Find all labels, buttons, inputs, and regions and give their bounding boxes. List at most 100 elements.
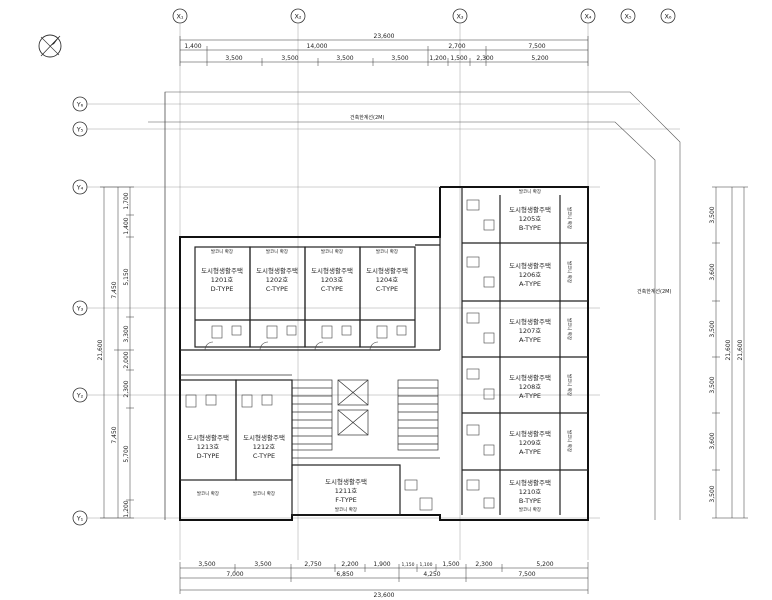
svg-text:Y₅: Y₅	[76, 126, 84, 134]
top-dim2-5: 1,200	[429, 55, 446, 62]
svg-text:발코니 확장: 발코니 확장	[519, 506, 541, 513]
left-dimensions	[100, 186, 134, 519]
left-dim2-6: 2,300	[123, 380, 130, 397]
right-total-dim-2: 21,600	[737, 339, 744, 360]
left-dim-a: 7,450	[111, 281, 118, 298]
north-arrow-icon	[38, 34, 62, 58]
svg-text:도시형생활주택: 도시형생활주택	[509, 373, 551, 382]
unit-1203: 발코니 확장 도시형생활주택 1203호 C-TYPE	[311, 248, 353, 293]
left-dim2-8: 1,200	[123, 500, 130, 517]
bottom-total-dim: 23,600	[374, 592, 395, 599]
unit-1206: 도시형생활주택 1206호 A-TYPE 발코니 확장	[509, 261, 573, 288]
bottom-dim2-10: 5,200	[536, 561, 553, 568]
unit-1209: 도시형생활주택 1209호 A-TYPE 발코니 확장	[509, 429, 573, 456]
bottom-dimensions	[179, 562, 589, 594]
svg-text:X₃: X₃	[456, 13, 463, 21]
svg-text:1206호: 1206호	[519, 271, 542, 279]
top-dim2-2: 3,500	[281, 55, 298, 62]
svg-text:1210호: 1210호	[519, 488, 542, 496]
top-dim-1: 1,400	[184, 43, 201, 50]
svg-text:1208호: 1208호	[519, 383, 542, 391]
svg-text:C-TYPE: C-TYPE	[321, 285, 343, 293]
grid-lines	[87, 23, 680, 560]
grid-bubble-x4: X₄	[580, 8, 596, 24]
top-dim-3: 2,700	[448, 43, 465, 50]
bottom-dim2-7: 1,100	[420, 562, 433, 568]
svg-text:도시형생활주택: 도시형생활주택	[256, 266, 298, 275]
top-unit-walls	[180, 237, 441, 351]
svg-text:C-TYPE: C-TYPE	[266, 285, 288, 293]
svg-text:A-TYPE: A-TYPE	[519, 280, 541, 288]
right-unit-fixtures	[466, 199, 495, 509]
svg-text:1205호: 1205호	[519, 215, 542, 223]
svg-text:발코니 확장: 발코니 확장	[197, 490, 219, 497]
svg-text:도시형생활주택: 도시형생활주택	[201, 266, 243, 275]
svg-text:B-TYPE: B-TYPE	[519, 224, 541, 232]
svg-text:X₅: X₅	[624, 13, 631, 21]
unit-1210: 도시형생활주택 1210호 B-TYPE 발코니 확장	[509, 478, 551, 513]
bottom-dim2-8: 1,500	[442, 561, 459, 568]
svg-text:도시형생활주택: 도시형생활주택	[366, 266, 408, 275]
grid-bubble-x3: X₃	[452, 8, 468, 24]
svg-text:발코니 확장: 발코니 확장	[566, 318, 573, 340]
unit-1201: 발코니 확장 도시형생활주택 1201호 D-TYPE	[201, 248, 243, 293]
svg-text:Y₄: Y₄	[76, 184, 84, 192]
grid-bubbles-top: X₁ X₂ X₃ X₄ X₅ X₆	[172, 8, 676, 24]
svg-text:도시형생활주택: 도시형생활주택	[243, 433, 285, 442]
svg-text:발코니 확장: 발코니 확장	[519, 188, 541, 195]
core-stairs-elevators	[180, 374, 440, 481]
bottom-dim2-9: 2,300	[475, 561, 492, 568]
unit-1207: 도시형생활주택 1207호 A-TYPE 발코니 확장	[509, 317, 573, 344]
svg-text:도시형생활주택: 도시형생활주택	[187, 433, 229, 442]
svg-text:발코니 확장: 발코니 확장	[566, 207, 573, 229]
svg-text:A-TYPE: A-TYPE	[519, 448, 541, 456]
svg-text:X₄: X₄	[584, 13, 591, 21]
svg-text:발코니 확장: 발코니 확장	[253, 490, 275, 497]
unit-1204: 발코니 확장 도시형생활주택 1204호 C-TYPE	[366, 248, 408, 293]
right-total-dim: 21,600	[725, 339, 732, 360]
right-dim-4: 3,500	[709, 376, 716, 393]
right-dim-1: 3,500	[709, 206, 716, 223]
bottom-dim-4: 7,500	[518, 571, 535, 578]
svg-text:1213호: 1213호	[197, 443, 220, 451]
right-dim-5: 3,600	[709, 432, 716, 449]
top-unit-fixtures	[204, 325, 407, 351]
svg-text:도시형생활주택: 도시형생활주택	[311, 266, 353, 275]
building-line-note-2: 건축한계선(2M)	[637, 288, 671, 295]
svg-text:A-TYPE: A-TYPE	[519, 392, 541, 400]
svg-text:도시형생활주택: 도시형생활주택	[509, 317, 551, 326]
grid-bubble-x1: X₁	[172, 8, 188, 24]
svg-text:도시형생활주택: 도시형생활주택	[509, 478, 551, 487]
building-line-note-1: 건축한계선(2M)	[350, 114, 384, 121]
bottom-unit-walls	[179, 379, 401, 516]
right-dim-2: 3,600	[709, 263, 716, 280]
grid-bubble-x2: X₂	[290, 8, 306, 24]
unit-1208: 도시형생활주택 1208호 A-TYPE 발코니 확장	[509, 373, 573, 400]
bottom-dim2-4: 2,200	[341, 561, 358, 568]
svg-text:1209호: 1209호	[519, 439, 542, 447]
right-unit-walls	[461, 187, 588, 515]
svg-text:A-TYPE: A-TYPE	[519, 336, 541, 344]
unit-1205: 발코니 확장 도시형생활주택 1205호 B-TYPE 발코니 확장	[509, 188, 573, 232]
svg-text:Y₆: Y₆	[76, 101, 84, 109]
top-dim-2: 14,000	[307, 43, 328, 50]
left-dim-b: 7,450	[111, 426, 118, 443]
unit-1211: 도시형생활주택 1211호 F-TYPE 발코니 확장	[325, 477, 367, 513]
svg-text:Y₃: Y₃	[76, 305, 84, 313]
svg-text:D-TYPE: D-TYPE	[211, 285, 234, 293]
svg-text:D-TYPE: D-TYPE	[197, 452, 220, 460]
grid-bubble-y2: Y₂	[72, 387, 88, 403]
top-dimensions	[179, 36, 589, 66]
bottom-unit-fixtures	[185, 394, 433, 511]
top-dim2-4: 3,500	[391, 55, 408, 62]
svg-text:발코니 확장: 발코니 확장	[211, 248, 233, 255]
svg-text:발코니 확장: 발코니 확장	[335, 506, 357, 513]
svg-text:도시형생활주택: 도시형생활주택	[325, 477, 367, 486]
svg-text:C-TYPE: C-TYPE	[376, 285, 398, 293]
unit-1213: 도시형생활주택 1213호 D-TYPE 발코니 확장	[187, 433, 229, 497]
svg-text:B-TYPE: B-TYPE	[519, 497, 541, 505]
svg-text:발코니 확장: 발코니 확장	[376, 248, 398, 255]
svg-text:1204호: 1204호	[376, 276, 399, 284]
svg-text:발코니 확장: 발코니 확장	[566, 374, 573, 396]
